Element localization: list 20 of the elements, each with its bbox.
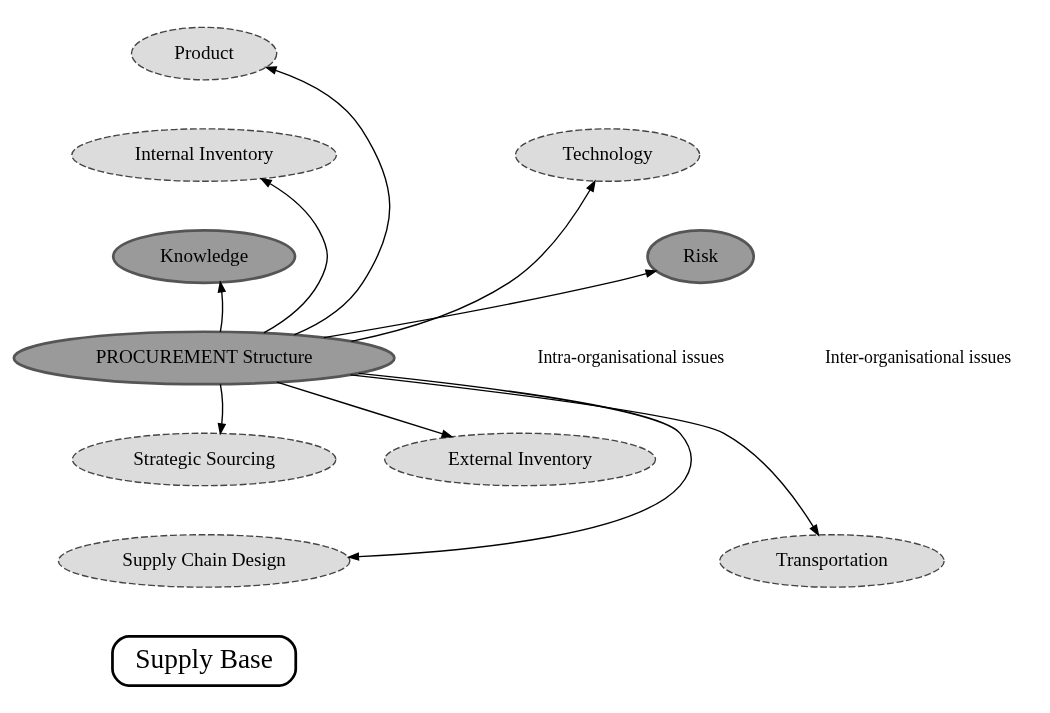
node-ellipse: Transportation (719, 534, 945, 588)
arrow (264, 66, 391, 336)
node-ellipse: Supply Chain Design (57, 534, 351, 588)
arrow (346, 372, 693, 561)
label: Inter-organisational issues (824, 346, 1012, 367)
arrow (276, 381, 454, 438)
node-ellipse: External Inventory (384, 432, 657, 487)
arrow (323, 269, 658, 339)
node-ellipse: Knowledge (111, 228, 297, 285)
node-ellipse: Strategic Sourcing (71, 432, 337, 487)
arrow (350, 179, 596, 342)
node-ellipse: Technology (514, 128, 701, 182)
arrow (217, 383, 227, 436)
arrow (259, 177, 329, 334)
node-ellipse: Internal Inventory (71, 128, 338, 182)
arrow (217, 280, 227, 333)
node-ellipse: PROCUREMENT Structure (12, 330, 396, 386)
node-box: Supply Base (111, 634, 298, 687)
arrow (349, 374, 820, 537)
label: Intra-organisational issues (537, 346, 725, 367)
